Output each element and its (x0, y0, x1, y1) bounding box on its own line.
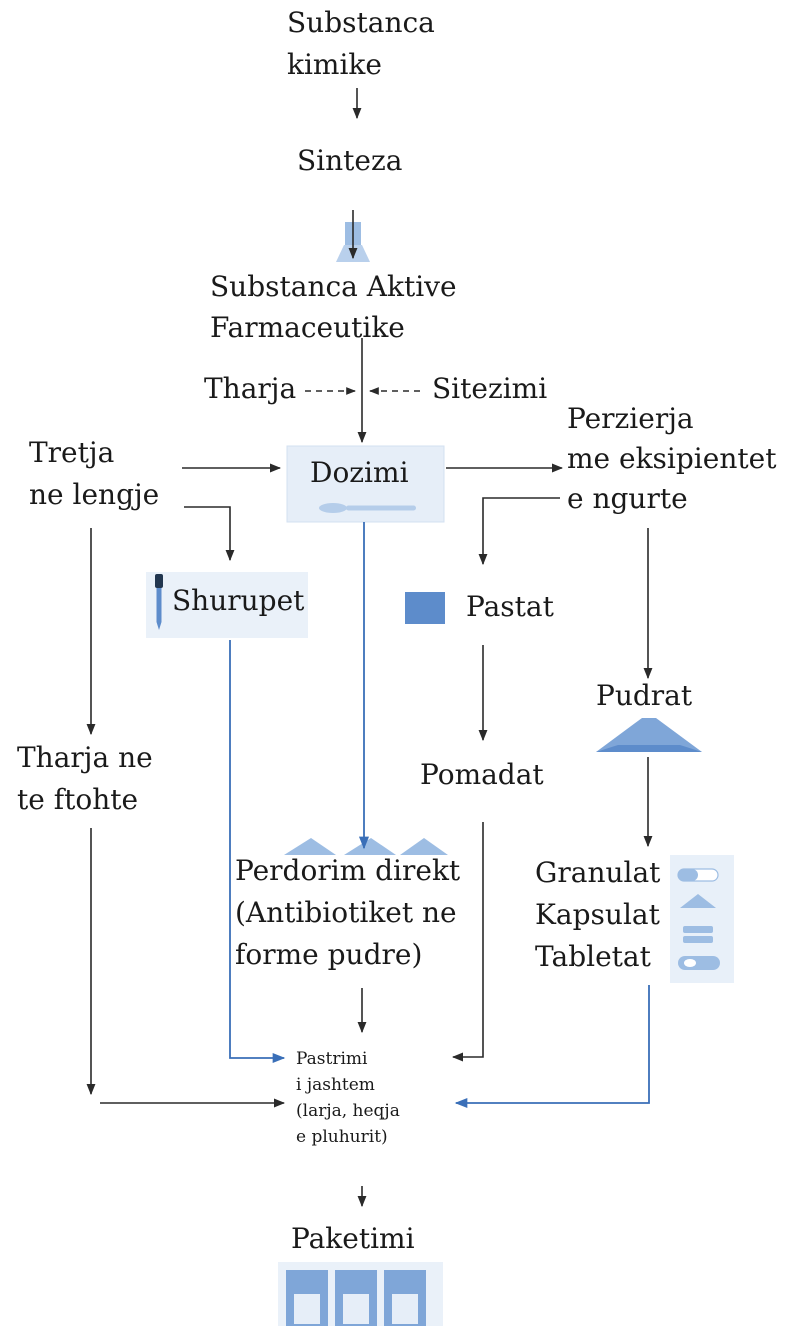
sinteza-label: Sinteza (297, 144, 402, 177)
shurupet-label: Shurupet (172, 584, 305, 617)
powder-piles-icon (284, 838, 448, 855)
kapsulat-label: Kapsulat (535, 898, 661, 931)
tretja-label: Tretja ne lengje (29, 436, 159, 511)
tharja-label: Tharja (204, 372, 296, 405)
spoon-icon (319, 503, 416, 513)
tablet-stack-icon (683, 926, 713, 943)
paketimi-label: Paketimi (291, 1222, 415, 1255)
paste-square-icon (405, 592, 445, 624)
tabletat-label: Tabletat (535, 940, 652, 973)
capsule-icon (680, 894, 716, 908)
granulat-label: Granulat (535, 856, 661, 889)
pomadat-label: Pomadat (420, 758, 544, 791)
arrow-perzierja-pastat (478, 497, 560, 566)
pastrimi-label: Pastrimi i jashtem (larja, heqja e pluhu… (296, 1049, 405, 1147)
dozimi-label: Dozimi (310, 456, 409, 489)
sitezimi-label: Sitezimi (432, 372, 547, 405)
arrow-pomadat-pastrimi (451, 822, 484, 1062)
pastat-label: Pastat (466, 590, 555, 623)
substanca-kimike-label: Substanca kimike (287, 6, 444, 81)
packaging-bottles-icon (278, 1262, 443, 1326)
pudrat-label: Pudrat (596, 679, 693, 712)
shurupet-box (146, 572, 308, 638)
perdorim-label: Perdorim direkt (Antibiotiket ne forme p… (235, 854, 469, 971)
powder-pile-icon (596, 718, 702, 752)
arrow-tretja-shurupet (184, 506, 235, 562)
pill-icon (678, 956, 720, 970)
dropper-icon (155, 574, 163, 630)
perzierja-label: Perzierja me eksipientet e ngurte (567, 402, 785, 515)
arrow-shurupet-pastrimi (229, 640, 286, 1064)
arrow-tabletat-pastrimi (454, 985, 650, 1109)
tharja-ftohte-label: Tharja ne te ftohte (17, 741, 162, 816)
substanca-aktive-label: Substanca Aktive Farmaceutike (210, 270, 465, 344)
granule-icon (677, 868, 719, 882)
